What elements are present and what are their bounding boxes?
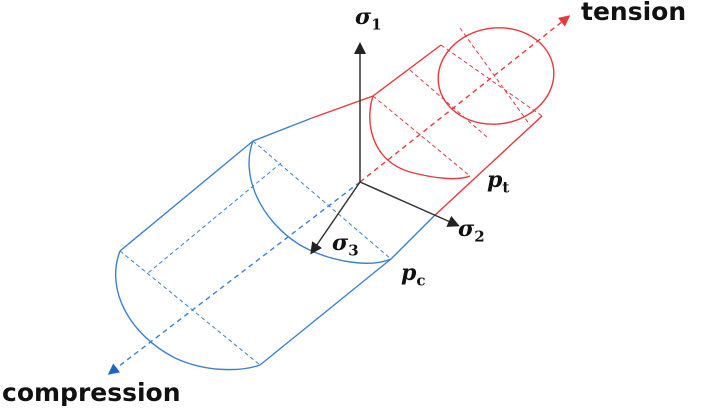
- tension-label: tension: [581, 0, 687, 26]
- compression-cylinder: [115, 117, 435, 371]
- tension-axis: [359, 15, 571, 183]
- compression-label: compression: [2, 378, 181, 407]
- tension-cylinder: [311, 27, 555, 217]
- compression-axis: [107, 181, 361, 375]
- pc-label: pc: [401, 260, 426, 290]
- sigma2-axis: [359, 181, 460, 227]
- sigma2-label: σ2: [458, 216, 485, 246]
- sigma1-label: σ1: [355, 4, 382, 34]
- sigma3-label: σ3: [332, 230, 359, 260]
- pt-label: pt: [487, 167, 510, 197]
- sigma3-axis: [310, 181, 361, 255]
